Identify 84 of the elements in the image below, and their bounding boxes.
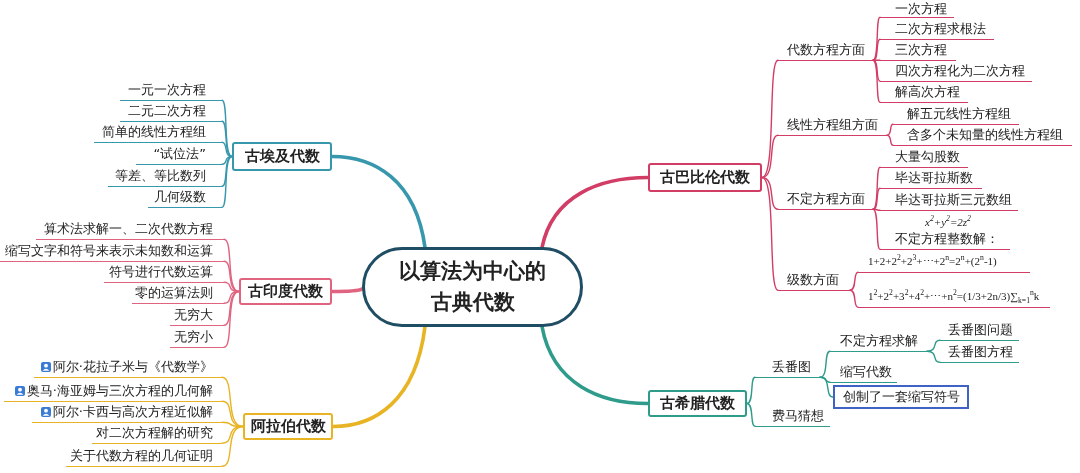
underlined-topic: 零的运算法则 — [132, 284, 224, 304]
branch-line — [926, 339, 941, 352]
underlined-topic: 二元二次方程 — [120, 102, 222, 122]
underlined-formula: 1+2+2$^{2}$+2$^{3}$+⋯+2$^{n}$=2$^{n}$+(2$^{n}$-1) — [858, 253, 1030, 273]
branch-line — [223, 260, 240, 293]
branch-line — [330, 287, 364, 294]
underlined-topic: 无穷大 — [170, 306, 224, 326]
underlined-topic: 二次方程求根法 — [880, 20, 994, 40]
underlined-topic: 解五元线性方程组 — [893, 105, 1019, 125]
branch-line — [746, 376, 756, 405]
branch-line — [761, 134, 779, 179]
underlined-topic: 无穷小 — [170, 328, 224, 348]
branch-line — [849, 289, 859, 308]
branch-line — [746, 402, 756, 427]
underlined-topic: 丢番图问题 — [940, 321, 1019, 341]
branch-line — [221, 141, 233, 158]
underlined-topic — [32, 403, 222, 423]
underlined-formula: 1$^{2}$+2$^{2}$+3$^{2}$+4$^{2}$+⋯+n$^{2}$=(1/3+2n/3)∑$_{k=1}$$^{n}$k — [858, 278, 1050, 308]
underlined-topic: 线性方程组方面 — [778, 116, 887, 136]
topic-text: 奥马·海亚姆与三次方程的几何解 — [26, 383, 213, 398]
underlined-topic: 符号进行代数运算 — [104, 263, 224, 283]
topic-text: 阿尔·花拉子米与《代数学》 — [52, 359, 213, 374]
branch-line — [223, 290, 240, 348]
branch-line — [761, 59, 779, 179]
underlined-topic: 解高次方程 — [880, 83, 968, 103]
central-topic: 以算法为中心的古典代数 — [362, 247, 583, 327]
underlined-topic: 大量勾股数 — [880, 148, 968, 168]
branch-line — [872, 59, 881, 61]
underlined-topic: 简单的线性方程组 — [94, 123, 222, 143]
underlined-topic: 算术法求解一、二次代数方程 — [36, 220, 224, 240]
topic-box: 古巴比伦代数 — [648, 163, 762, 192]
underlined-topic — [4, 382, 222, 402]
underlined-topic: 关于代数方程的几何证明 — [66, 447, 222, 467]
branch-line — [761, 176, 779, 210]
branch-line — [819, 350, 831, 378]
branch-line — [872, 208, 881, 250]
formula: x$^{2}$+y$^{2}$=2z$^{2}$ — [924, 214, 972, 230]
branch-line — [872, 38, 881, 61]
branch-line — [886, 134, 894, 146]
underlined-topic: 不定方程方面 — [778, 190, 873, 210]
branch-line — [819, 376, 834, 398]
underlined-topic: 三次方程 — [880, 41, 956, 61]
underlined-topic: 不定方程求解 — [830, 332, 927, 352]
topic-text: 阿尔·卡西与高次方程近似解 — [52, 404, 213, 419]
underlined-topic: 一次方程 — [880, 1, 954, 18]
branch-line — [872, 59, 881, 82]
underlined-topic: 丢番图方程 — [940, 343, 1019, 363]
branch-line — [221, 155, 233, 208]
branch-line — [872, 187, 881, 210]
branch-line — [761, 176, 779, 291]
underlined-topic: 毕达哥拉斯数 — [880, 169, 982, 189]
underlined-topic — [880, 214, 1010, 250]
branch-line — [872, 166, 881, 210]
underlined-topic: 含多个未知量的线性方程组 — [893, 126, 1072, 146]
branch-line — [849, 271, 859, 291]
underlined-topic: 几何级数 — [148, 188, 222, 208]
underlined-topic: 等差、等比数列 — [108, 167, 222, 187]
underlined-topic: 缩写代数 — [830, 363, 897, 383]
underlined-topic: “试位法” — [136, 145, 222, 165]
underlined-topic — [34, 358, 222, 378]
branch-line — [872, 16, 881, 61]
topic-box: 古希腊代数 — [648, 390, 747, 417]
branch-line — [221, 376, 244, 428]
topic-text: 不定方程整数解： — [895, 230, 1000, 248]
branch-line — [886, 123, 894, 136]
branch-line — [872, 59, 881, 103]
underlined-topic: 级数方面 — [778, 271, 850, 291]
underlined-topic: 对二次方程解的研究 — [92, 424, 222, 444]
branch-line — [223, 238, 240, 293]
topic-box: 阿拉伯代数 — [243, 413, 333, 440]
branch-line — [221, 120, 233, 158]
underlined-topic: 代数方程方面 — [778, 41, 873, 61]
underlined-topic: 四次方程化为二次方程 — [880, 62, 1032, 82]
underlined-topic: 缩写文字和符号来表示未知数和运算 — [0, 242, 224, 262]
topic-box: 古印度代数 — [239, 278, 332, 305]
underlined-topic: 毕达哥拉斯三元数组 — [880, 191, 1018, 211]
underlined-topic: 一元一次方程 — [120, 81, 222, 101]
topic-box: 古埃及代数 — [232, 142, 332, 171]
underlined-topic: 费马猜想 — [755, 407, 830, 427]
branch-line — [926, 350, 941, 363]
selected-topic-box: 创制了一套缩写符号 — [833, 385, 969, 409]
underlined-topic: 丢番图 — [755, 358, 820, 378]
branch-line — [221, 425, 244, 467]
branch-line — [872, 208, 881, 211]
